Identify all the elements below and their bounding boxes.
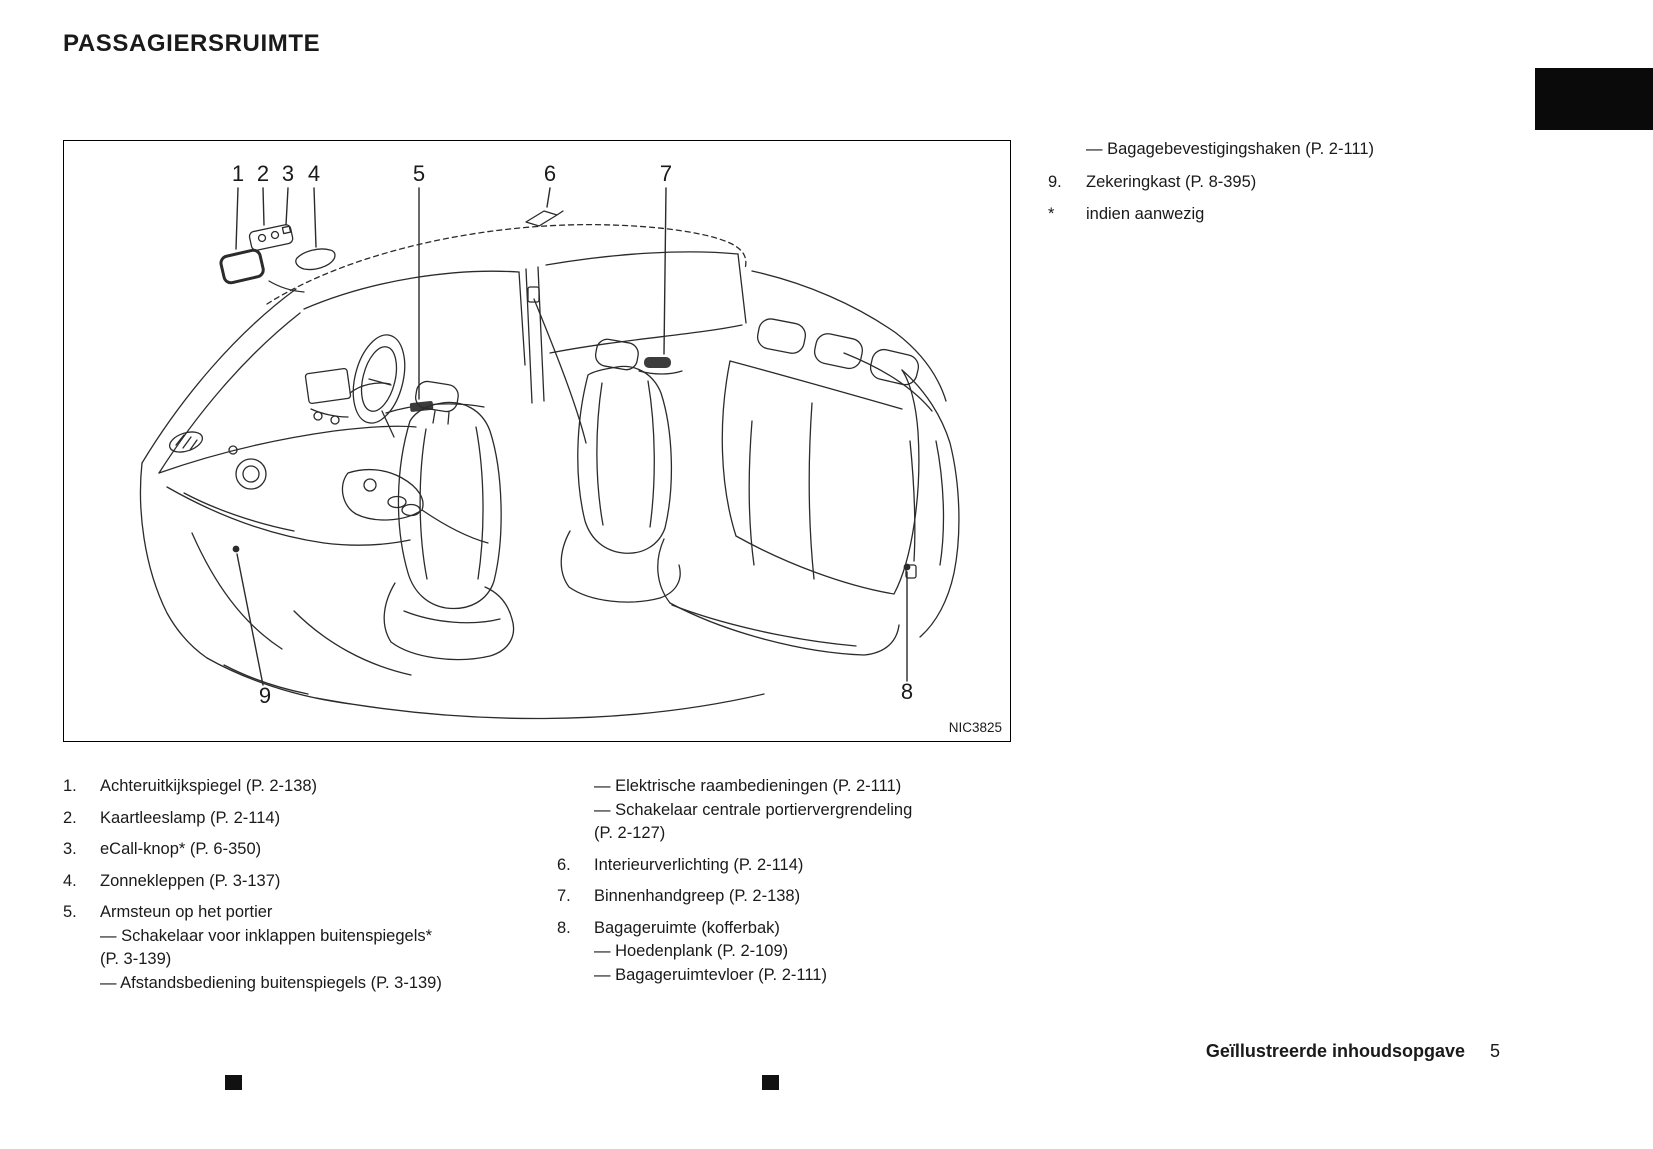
callout-8: 8 [901,679,913,704]
callout-dot-8 [903,563,911,571]
legend-item-text: — Schakelaar centrale portiervergrendeli… [594,800,913,819]
footer-page-number: 5 [1489,1041,1500,1061]
car-interior-illustration: 1 2 3 4 5 6 7 8 9 [139,161,960,720]
legend-item: 9. Zekeringkast (P. 8-395) [1048,171,1568,195]
legend-item-text: — Hoedenplank (P. 2-109) [594,942,789,960]
legend-item-text: indien aanwezig [1086,205,1205,223]
legend-item-text: Armsteun op het portier [100,903,273,921]
rear-body [751,270,960,638]
callout-3: 3 [282,161,294,186]
callout-1: 1 [232,161,244,186]
legend-item-text: — Afstandsbediening buitenspiegels (P. 3… [100,973,442,992]
gear-shifter-icon [363,478,377,492]
legend-top-right: — Bagagebevestigingshaken (P. 2-111) 9. … [1048,138,1568,236]
legend-item-number: 9. [1048,172,1062,191]
legend-item: — Elektrische raambedieningen (P. 2-111)… [557,775,1007,846]
chapter-tab-marker [1535,68,1653,130]
callout-4: 4 [308,161,320,186]
map-light-icon [248,224,294,251]
front-seat-near [383,380,515,661]
legend-bottom-right: — Elektrische raambedieningen (P. 2-111)… [557,775,1007,995]
callout-leaders [235,187,908,686]
door-speaker-icon [235,458,267,490]
touchscreen-icon [304,367,352,405]
callout-2: 2 [257,161,269,186]
seatbelt [533,298,587,444]
air-vent-icon [168,431,204,453]
legend-item-text: — Bagageruimtevloer (P. 2-111) [594,965,827,984]
legend-item-text: Zonnekleppen (P. 3-137) [100,871,281,890]
legend-item-text: — Schakelaar voor inklappen buitenspiege… [100,926,433,945]
legend-item-number: * [1048,205,1055,223]
legend-item-number [1048,138,1086,162]
window-frames [303,251,747,444]
legend-item-number: 4. [63,871,77,890]
callout-9: 9 [259,683,271,708]
legend-item-text: Achteruitkijkspiegel (P. 2-138) [100,777,318,795]
sun-visor-icon [295,248,336,271]
page-title: PASSAGIERSRUIMTE [63,30,321,57]
legend-item: 2. Kaartleeslamp (P. 2-114) [63,807,548,831]
legend-item: 5. Armsteun op het portier — Schakelaar … [63,901,548,995]
legend-item-text: Zekeringkast (P. 8-395) [1086,172,1257,191]
a-pillar-windshield [139,288,301,659]
legend-item-text: — Bagagebevestigingshaken (P. 2-111) [1086,140,1375,158]
figure-box: 1 2 3 4 5 6 7 8 9 NIC3825 [63,140,1011,742]
legend-item-number: 3. [63,840,77,858]
legend-item: 4. Zonnekleppen (P. 3-137) [63,870,548,894]
legend-item-number: 1. [63,777,77,795]
legend-item-number: 6. [557,855,571,874]
center-console [341,468,489,544]
legend-item: * indien aanwezig [1048,203,1568,227]
roofline-dashed [266,223,747,305]
legend-item: 1. Achteruitkijkspiegel (P. 2-138) [63,775,548,799]
legend-item: 3. eCall-knop* (P. 6-350) [63,838,548,862]
legend-item-number: 2. [63,808,77,827]
legend-item-number [557,775,594,846]
callout-numbers: 1 2 3 4 5 6 7 8 9 [232,161,913,708]
legend-item-text: Bagageruimte (kofferbak) [594,918,780,937]
footer-section-label: Geïllustreerde inhoudsopgave [1205,1041,1465,1061]
legend-item: 8. Bagageruimte (kofferbak) — Hoedenplan… [557,917,1007,988]
dashboard [158,367,417,546]
legend-item-text: (P. 3-139) [100,950,172,968]
door-handle-icon [644,357,671,368]
legend-item-text: Kaartleeslamp (P. 2-114) [100,808,281,827]
figure-code: NIC3825 [948,720,1002,735]
legend-bottom-left: 1. Achteruitkijkspiegel (P. 2-138) 2. Ka… [63,775,548,1003]
rearview-mirror-icon [219,248,265,285]
callout-7: 7 [660,161,672,186]
legend-item: 7. Binnenhandgreep (P. 2-138) [557,885,1007,909]
legend-item-text: — Elektrische raambedieningen (P. 2-111) [594,777,902,795]
print-registration-mark [762,1075,779,1090]
legend-item-number: 8. [557,918,571,937]
legend-item: 6. Interieurverlichting (P. 2-114) [557,854,1007,878]
legend-item-text: eCall-knop* (P. 6-350) [100,840,262,858]
callout-5: 5 [413,161,425,186]
legend-item-text: Binnenhandgreep (P. 2-138) [594,887,801,905]
rear-seatbelt [909,440,916,562]
front-seat-far [560,338,681,603]
callout-dot-9 [232,545,240,553]
callout-6: 6 [544,161,556,186]
print-registration-mark [225,1075,242,1090]
legend-item: — Bagagebevestigingshaken (P. 2-111) [1048,138,1568,162]
legend-item-text: Interieurverlichting (P. 2-114) [594,855,804,874]
interior-light-icon [525,210,564,227]
steering-wheel-icon [352,334,406,438]
rear-bench-seat [657,318,920,656]
legend-item-number: 5. [63,903,77,921]
legend-item-number: 7. [557,887,571,905]
page-footer: Geïllustreerde inhoudsopgave 5 [1206,1041,1500,1062]
front-door-panel [191,445,352,705]
legend-item-text: (P. 2-127) [594,824,666,842]
